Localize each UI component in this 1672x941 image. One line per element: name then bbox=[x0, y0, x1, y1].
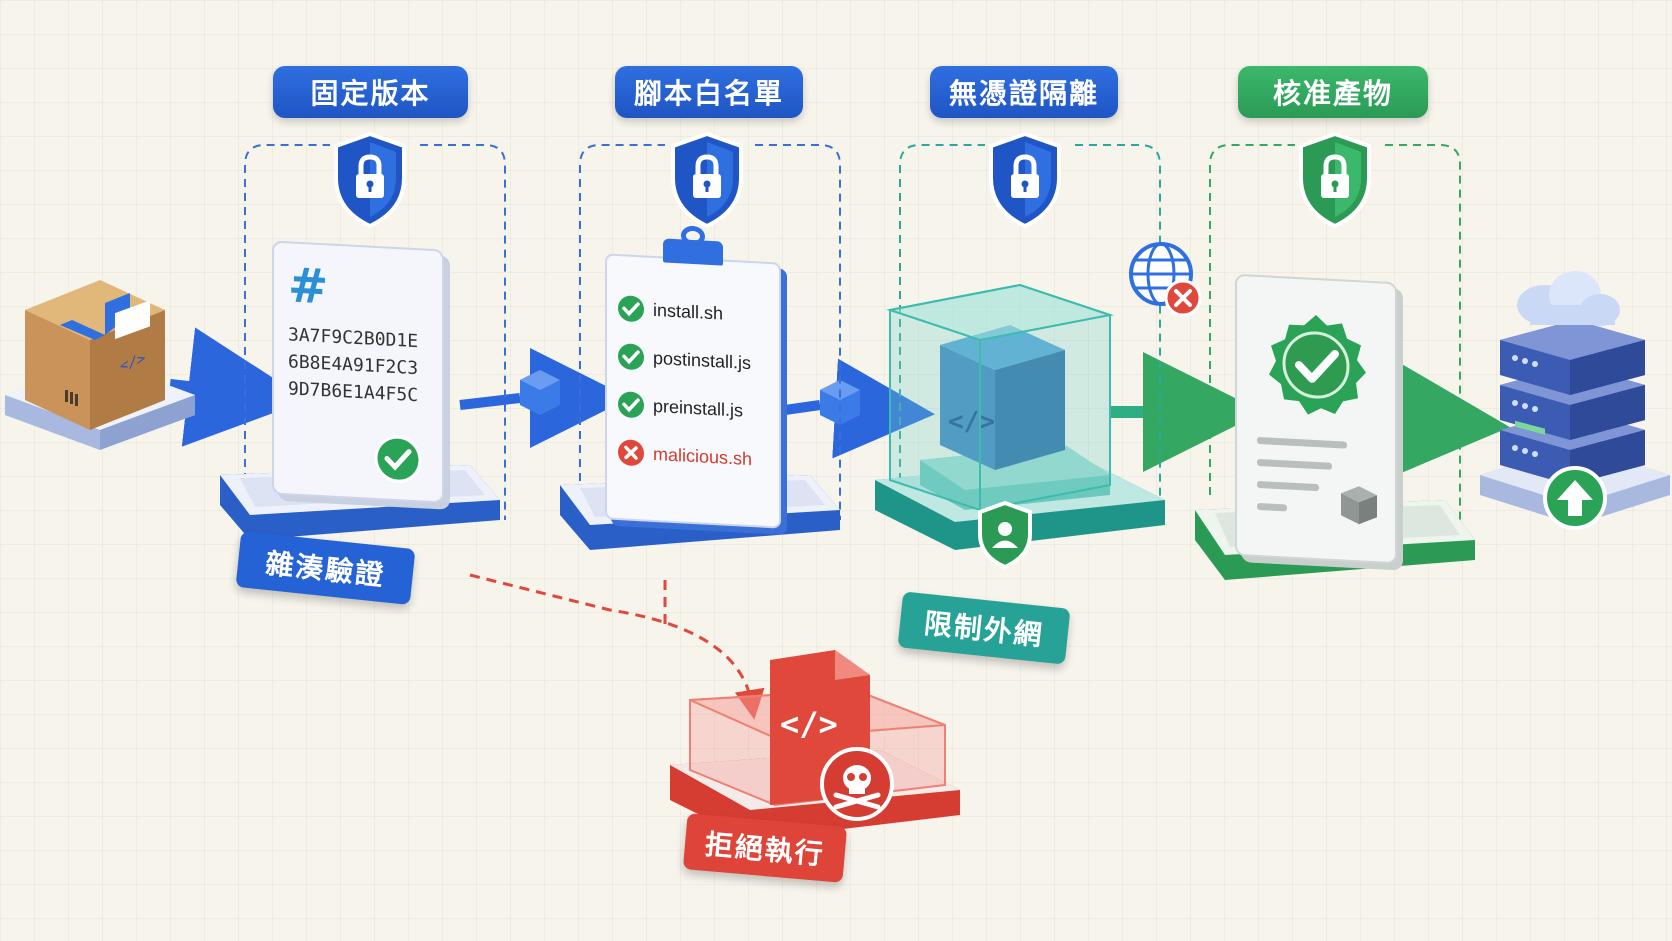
clipboard-icon: install.sh postinstall.js preinstall.js … bbox=[605, 225, 781, 529]
check-circle-icon bbox=[374, 435, 422, 483]
cloud-icon bbox=[1517, 271, 1620, 326]
check-circle-icon bbox=[618, 295, 644, 322]
shield-lock-icon bbox=[334, 131, 406, 229]
hash-card: # 3A7F9C2B0D1E 6B8E4A91F2C3 9D7B6E1A4F5C bbox=[272, 240, 444, 504]
connector-cube-2 bbox=[820, 380, 860, 425]
stage-label-script-whitelist: 腳本白名單 bbox=[615, 66, 803, 118]
upload-arrow-icon bbox=[1543, 466, 1607, 530]
hash-line: 9D7B6E1A4F5C bbox=[288, 378, 419, 407]
shield-lock-icon bbox=[1299, 131, 1371, 229]
approved-badge-icon bbox=[1269, 315, 1366, 415]
hash-symbol: # bbox=[288, 257, 329, 316]
package-box-icon: </> bbox=[5, 280, 195, 450]
arrow-approved-to-server bbox=[1386, 359, 1510, 480]
whitelist-item: install.sh bbox=[617, 294, 723, 328]
server-unit bbox=[1500, 320, 1645, 395]
reject-path bbox=[469, 573, 765, 720]
arrow-hash-to-whitelist bbox=[459, 348, 630, 448]
whitelist-item-name: install.sh bbox=[653, 299, 724, 324]
check-circle-icon bbox=[618, 343, 644, 370]
whitelist-item-name: preinstall.js bbox=[653, 395, 744, 421]
whitelist-item-name: malicious.sh bbox=[653, 443, 753, 469]
globe-blocked-icon bbox=[1129, 242, 1202, 317]
sandbox-cube-icon: </> bbox=[875, 283, 1165, 550]
stage-label-approved-artifact: 核准產物 bbox=[1238, 66, 1428, 118]
approved-document bbox=[1235, 273, 1397, 565]
whitelist-item: postinstall.js bbox=[617, 342, 751, 377]
doc-line bbox=[1257, 502, 1287, 512]
stage-label-pinned-version: 固定版本 bbox=[273, 66, 468, 118]
stage-label-credential-isolation: 無憑證隔離 bbox=[930, 66, 1118, 118]
shield-lock-icon bbox=[989, 131, 1061, 229]
server-stack-icon bbox=[1480, 271, 1670, 530]
x-circle-icon bbox=[618, 439, 644, 466]
check-circle-icon bbox=[618, 391, 644, 418]
shield-user-icon bbox=[978, 500, 1032, 570]
whitelist-item-name: postinstall.js bbox=[653, 347, 752, 373]
package-small-icon bbox=[1341, 486, 1377, 525]
svg-text:</>: </> bbox=[780, 705, 838, 743]
whitelist-item: preinstall.js bbox=[617, 390, 743, 425]
svg-text:</>: </> bbox=[948, 407, 995, 437]
connector-cube-1 bbox=[520, 370, 560, 415]
shield-lock-icon bbox=[671, 131, 743, 229]
clipboard-clip-ring bbox=[681, 225, 705, 247]
doc-line bbox=[1257, 480, 1319, 492]
doc-line bbox=[1257, 436, 1347, 449]
doc-line bbox=[1257, 458, 1332, 470]
whitelist-item: malicious.sh bbox=[617, 438, 752, 473]
skull-icon bbox=[820, 747, 894, 821]
